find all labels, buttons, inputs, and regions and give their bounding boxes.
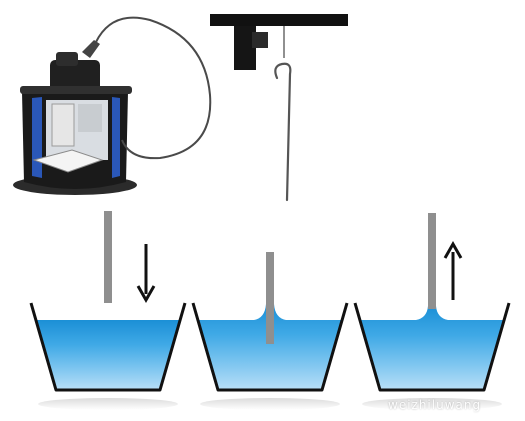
container-outline <box>353 302 511 392</box>
instrument-blue-panel-right <box>112 97 120 178</box>
balance-assembly <box>210 14 348 202</box>
instrument-rim <box>20 86 132 94</box>
container-left <box>29 302 187 410</box>
instrument-stage <box>32 149 104 173</box>
arrow-up-head <box>443 240 463 259</box>
balance-clamp-knob <box>252 32 268 48</box>
balance-bar <box>210 14 348 26</box>
watermark-text: weizhiluwang <box>388 398 482 412</box>
instrument-sensor-box <box>78 104 102 132</box>
hook-icon <box>274 62 292 202</box>
instrument-column <box>51 103 75 147</box>
probe-rod-right <box>428 213 436 309</box>
tensiometer-icon <box>13 16 212 195</box>
arrow-down-icon <box>136 244 156 304</box>
container-shadow <box>362 398 502 410</box>
container-center <box>191 302 349 410</box>
container-shadow <box>200 398 340 410</box>
container-shadow <box>38 398 178 410</box>
arrow-up-icon <box>443 240 463 300</box>
water-body <box>359 306 505 390</box>
probe-center <box>266 252 274 344</box>
instrument-head-top <box>56 52 78 66</box>
balance-clamp <box>234 26 256 70</box>
probe-rod-center <box>266 252 274 344</box>
instrument-head <box>50 60 100 92</box>
probe-rod-left <box>104 211 112 303</box>
container-outline <box>191 302 349 392</box>
water-body <box>197 304 343 390</box>
container-right <box>353 302 511 410</box>
water-body <box>35 320 181 390</box>
probe-left <box>104 211 112 303</box>
instrument-blue-panel-left <box>32 97 42 178</box>
instrument-cable <box>95 16 212 160</box>
instrument-arm <box>82 40 100 58</box>
arrow-down-head <box>136 285 156 304</box>
probe-right <box>428 213 436 309</box>
container-outline <box>29 302 187 392</box>
